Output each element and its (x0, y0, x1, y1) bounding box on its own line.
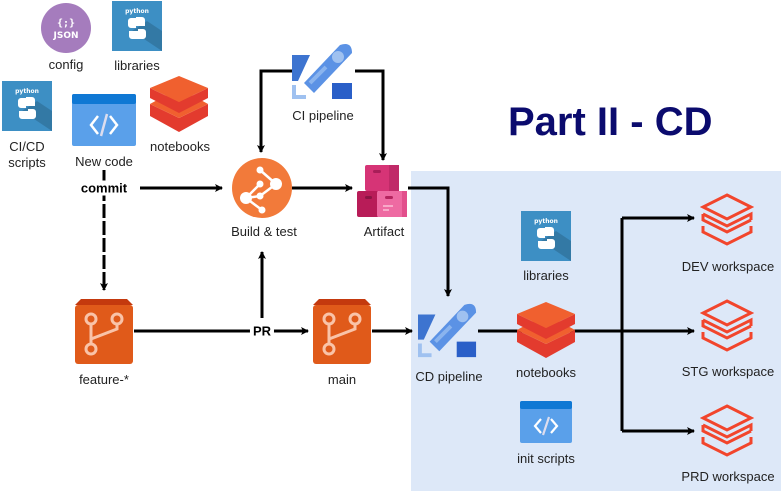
cd-pipeline-label: CD pipeline (415, 369, 483, 384)
init-scripts-node[interactable] (520, 401, 572, 443)
databricks-notebooks-icon (517, 302, 575, 358)
notebooks-top-label: notebooks (150, 139, 210, 154)
databricks-notebooks-icon (150, 76, 208, 132)
prd-workspace-label: PRD workspace (681, 469, 775, 484)
feature-branch-node[interactable] (75, 299, 133, 364)
pr-label: PR (249, 323, 275, 339)
code-icon (520, 401, 572, 443)
part-ii-title: Part II - CD (508, 100, 713, 144)
git-branch-repo-icon (313, 299, 371, 364)
python-icon: python (521, 211, 571, 261)
artifact-node[interactable] (357, 165, 409, 217)
python-icon: python (2, 81, 52, 131)
rocket-pipeline-icon (418, 303, 477, 358)
notebooks-top-node[interactable] (150, 76, 208, 132)
config-node[interactable]: {;} JSON (41, 3, 91, 53)
svg-text:{;}: {;} (57, 18, 75, 29)
main-branch-node[interactable] (313, 299, 371, 364)
svg-text:JSON: JSON (52, 31, 78, 41)
stg-workspace-node[interactable] (699, 298, 755, 352)
notebooks-cd-label: notebooks (516, 365, 576, 380)
svg-text:python: python (125, 8, 149, 15)
databricks-workspace-icon (699, 404, 755, 457)
rocket-pipeline-icon (292, 44, 352, 99)
databricks-workspace-icon (699, 299, 755, 352)
libraries-cd-node[interactable]: python (521, 211, 571, 261)
cicd-label-line1: CI/CD (9, 139, 45, 154)
notebooks-cd-node[interactable] (517, 302, 575, 358)
code-icon (72, 94, 136, 146)
new-code-node[interactable] (72, 94, 136, 146)
init-scripts-label: init scripts (517, 451, 575, 466)
edge-ci-build (257, 69, 292, 153)
ci-pipeline-node[interactable] (292, 41, 354, 101)
dev-workspace-label: DEV workspace (681, 259, 775, 274)
git-branch-repo-icon (75, 299, 133, 364)
build-test-node[interactable] (232, 158, 292, 218)
cicd-scripts-node[interactable]: python (2, 81, 52, 131)
dev-workspace-node[interactable] (699, 192, 755, 246)
feature-label: feature-* (79, 372, 129, 387)
svg-text:python: python (15, 88, 39, 95)
edge-ci-artifact (355, 69, 387, 161)
svg-text:python: python (534, 218, 558, 225)
commit-label: commit (77, 180, 131, 196)
libraries-top-node[interactable]: python (112, 1, 162, 51)
artifact-boxes-icon (357, 165, 407, 217)
edge-artifact-cd (408, 186, 452, 297)
databricks-workspace-icon (699, 193, 755, 246)
cicd-label-line2: scripts (8, 155, 46, 170)
python-icon: python (112, 1, 162, 51)
artifact-label: Artifact (363, 224, 405, 239)
cicd-scripts-label: CI/CD scripts (8, 139, 46, 171)
prd-workspace-node[interactable] (699, 403, 755, 457)
new-code-label: New code (75, 154, 133, 170)
json-icon: {;} JSON (41, 3, 91, 53)
stg-workspace-label: STG workspace (681, 364, 775, 379)
libraries-cd-label: libraries (523, 268, 569, 283)
build-test-label: Build & test (231, 224, 297, 239)
ci-pipeline-label: CI pipeline (292, 108, 354, 123)
build-graph-icon (232, 158, 292, 218)
main-label: main (327, 372, 357, 387)
libraries-top-label: libraries (114, 58, 160, 73)
config-label: config (48, 57, 84, 72)
cd-pipeline-node[interactable] (418, 300, 478, 360)
